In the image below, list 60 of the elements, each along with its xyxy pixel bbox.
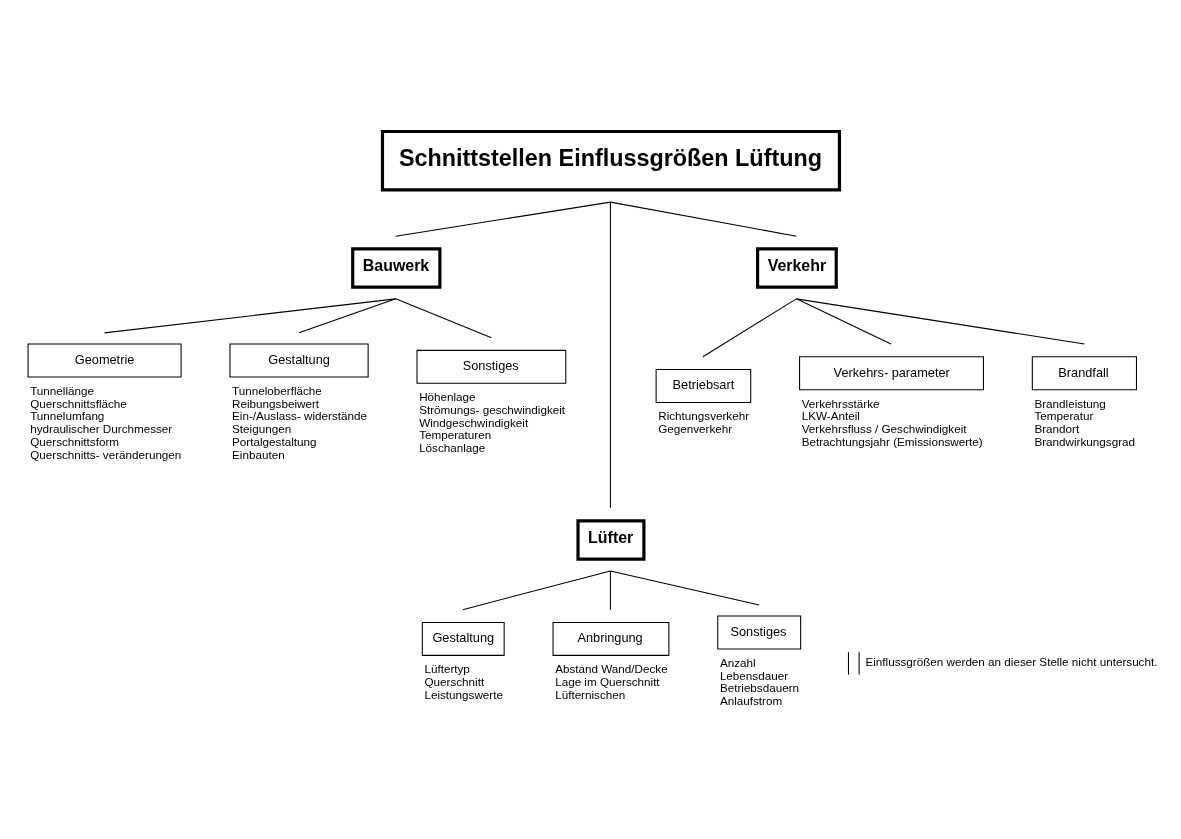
node-label: Lüftertyp [424, 661, 470, 675]
node-label: hydraulischer Durchmesser [30, 421, 173, 435]
node-box: Betriebsart [655, 368, 752, 403]
node-label: Anzahl [719, 655, 756, 669]
node-label: Betriebsdauern [719, 680, 800, 694]
node-label: Einbauten [232, 447, 285, 461]
connector [395, 297, 492, 338]
node-box: Verkehr [756, 246, 838, 289]
node-label: Querschnitt [424, 674, 485, 688]
node-box: Schnittstellen Einflussgrößen Lüftung [380, 129, 842, 191]
node-label: Tunnellänge [30, 383, 95, 397]
node-label: Tunneloberfläche [232, 383, 322, 397]
node-label: Brandleistung [1034, 396, 1106, 410]
connector [395, 201, 611, 237]
node-label: Portalgestaltung [232, 434, 317, 448]
node-label: Lage im Querschnitt [555, 674, 660, 688]
node-label: Querschnitts- veränderungen [30, 447, 182, 461]
node-label: Lüfternischen [555, 687, 626, 701]
node-label: Verkehrsfluss / Geschwindigkeit [801, 421, 967, 435]
node-label: Verkehrsstärke [801, 396, 880, 410]
node-label: Reibungsbeiwert [232, 396, 320, 410]
node-box: Lüfter [576, 518, 646, 561]
node-label: Strömungs- geschwindigkeit [419, 402, 566, 416]
connector [609, 201, 611, 508]
node-box: Anbringung [552, 621, 670, 656]
connector [795, 297, 1085, 345]
connector [609, 569, 611, 610]
node-label: Leistungswerte [424, 687, 503, 701]
node-label: Windgeschwindigkeit [419, 415, 529, 429]
connector [795, 297, 892, 345]
node-label: Brandort [1034, 421, 1080, 435]
connector [702, 297, 797, 357]
node-label: Steigungen [232, 421, 292, 435]
node-label: Betrachtungsjahr (Emissionswerte) [801, 434, 983, 448]
node-box: Bauwerk [351, 246, 442, 289]
node-label: Querschnittsfläche [30, 396, 127, 410]
node-label: Temperatur [1034, 408, 1094, 422]
node-box: Gestaltung [229, 343, 369, 377]
node-label: Löschanlage [419, 440, 486, 454]
node-label: Lebensdauer [719, 668, 789, 682]
node-box: Verkehrs- parameter [799, 355, 984, 390]
connector [609, 569, 760, 605]
node-label: Höhenlage [419, 389, 476, 403]
node-label: LKW-Anteil [801, 408, 860, 422]
node-box: Sonstiges [416, 349, 567, 384]
node-box: Sonstiges [717, 615, 802, 650]
node-label: Anlaufstrom [719, 693, 783, 707]
node-label: Abstand Wand/Decke [555, 661, 668, 675]
legend-label: Einflussgrößen werden an dieser Stelle nicht untersucht. [865, 654, 1158, 668]
connector [298, 297, 397, 333]
connector [104, 297, 397, 333]
node-label: Richtungsverkehr [658, 408, 750, 422]
node-box: Gestaltung [421, 621, 505, 656]
connector [609, 201, 797, 237]
node-label: Gegenverkehr [658, 421, 733, 435]
node-label: Brandwirkungsgrad [1034, 434, 1136, 448]
node-box: Brandfall [1031, 355, 1137, 390]
node-label: Querschnittsform [30, 434, 120, 448]
connector [462, 569, 611, 610]
node-box: Geometrie [27, 343, 182, 377]
